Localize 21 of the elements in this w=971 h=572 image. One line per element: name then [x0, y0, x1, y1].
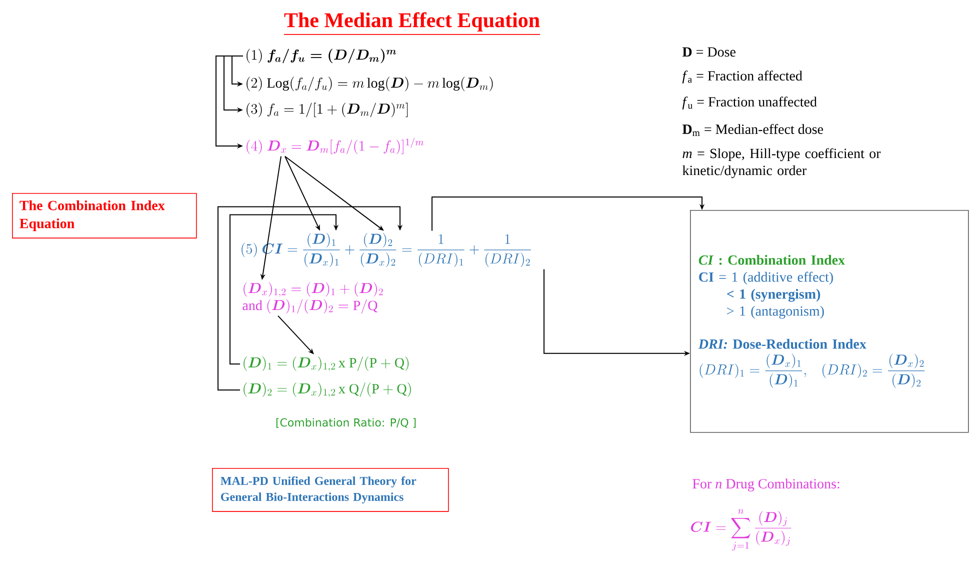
note-box: MAL-PD Unified General Theory for General Bio-Interactions Dynamics	[212, 468, 449, 512]
summation-formula: $\boldsymbol{CI} = \sum_{j=1}^{n} \dfrac{(\boldsymbol{D})_j}{(\boldsymbol{D}_x)_j}$	[691, 509, 792, 551]
equation: $(\boldsymbol{D}_x)_{1,2} = (\boldsymbol{D})_1 + (\boldsymbol{D})_2$ $\text{and } (\boldsymbol{D})_1/(\boldsymbol{D})_2 = \mathrm{P/Q}$	[242, 282, 383, 314]
definition-text: D = Dose	[682, 47, 736, 57]
equation: $(4)\ \boldsymbol{D}_x = \boldsymbol{D}_m[f_a/(1-f_a)]^{1/m}$	[246, 138, 424, 154]
equation: $(\boldsymbol{D})_1 = (\boldsymbol{D}_x)_{1,2}\,\mathrm{x\ P/(P+Q)}$	[244, 356, 409, 372]
ratio-note: [Combination Ratio: P/Q ]	[276, 418, 416, 428]
equation: $(1)\ \boldsymbol{f_a/f_u = (D/D_m)^m}$	[246, 48, 396, 64]
definition-text: f$_{u}$ = Fraction unaffected	[682, 96, 817, 110]
heading-text: For n Drug Combinations:	[692, 478, 840, 492]
title: The Median Effect Equation	[284, 12, 540, 35]
definition-text: D$_{m}$ = Median-effect dose	[682, 124, 824, 136]
heading-box: The Combination Index Equation	[12, 193, 197, 238]
definition-text: f$_{a}$ = Fraction affected	[682, 70, 802, 84]
definition-box: CI : Combination Index CI = 1 (additive effect) < 1 (synergism) > 1 (antagonism) DRI: Dose-Reduction Index $(DRI)_1 = \dfrac{(\boldsymbol{D}_x)_1}{(\boldsymbol{D})_1},$ $(DRI)_2 = \dfrac{(\boldsymbol{D}_x)_2}{(\boldsymbol{D})_2}$	[690, 210, 969, 433]
definition-text: m = Slope, Hill-type coefficient or kinetic/dynamic order	[682, 148, 881, 178]
arrow	[230, 214, 339, 364]
equation: $(3)\ f_a = 1/[1+(\boldsymbol{D}_m/\boldsymbol{D})^m]$	[246, 102, 408, 118]
equation: $(\boldsymbol{D})_2 = (\boldsymbol{D}_x)_{1,2}\,\mathrm{x\ Q/(P+Q)}$	[244, 382, 411, 398]
equation: $(2)\ \mathrm{Log}(f_a/f_u) = m\log(\boldsymbol{D}) - m\log(\boldsymbol{D}_m)$	[246, 76, 493, 92]
arrow	[432, 196, 705, 232]
